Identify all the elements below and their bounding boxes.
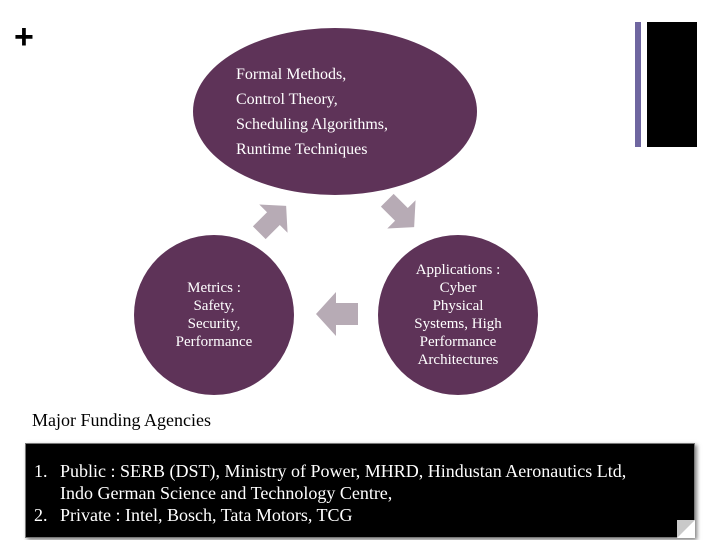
funding-item-private: 2. Private : Intel, Bosch, Tata Motors, … (34, 504, 684, 526)
metrics-line: Performance (175, 334, 253, 350)
methods-line: Runtime Techniques (236, 141, 368, 158)
metrics-node: Metrics : Safety, Security, Performance (134, 235, 294, 395)
list-number: 2. (34, 505, 48, 525)
page-curl (677, 520, 695, 538)
methods-line: Formal Methods, (236, 66, 347, 83)
applications-line: Physical (432, 298, 484, 314)
arrow-applications-to-metrics (316, 292, 358, 336)
applications-line: Systems, High (414, 316, 502, 332)
applications-line: Architectures (417, 352, 499, 368)
applications-line: Performance (419, 334, 497, 350)
funding-title: Major Funding Agencies (32, 410, 211, 430)
plus-icon: + (14, 18, 34, 56)
metrics-line: Metrics : (187, 280, 241, 296)
methods-line: Scheduling Algorithms, (236, 116, 388, 133)
list-number: 1. (34, 461, 48, 481)
funding-list: 1. Public : SERB (DST), Ministry of Powe… (34, 460, 684, 526)
funding-panel: 1. Public : SERB (DST), Ministry of Powe… (25, 443, 695, 538)
applications-node: Applications : Cyber Physical Systems, H… (378, 235, 538, 395)
decorative-bar-block (647, 22, 697, 147)
funding-line: Indo German Science and Technology Centr… (60, 483, 393, 503)
arrow-methods-to-applications (380, 193, 416, 229)
applications-line: Applications : (415, 262, 501, 278)
methods-line: Control Theory, (236, 91, 338, 108)
applications-line: Cyber (439, 280, 477, 296)
arrow-metrics-to-methods (252, 204, 288, 240)
funding-line: Public : SERB (DST), Ministry of Power, … (60, 461, 627, 481)
decorative-bar-thin (635, 22, 641, 147)
metrics-line: Security, (187, 316, 241, 332)
methods-node: Formal Methods, Control Theory, Scheduli… (193, 28, 477, 195)
funding-item-public: 1. Public : SERB (DST), Ministry of Powe… (34, 460, 684, 504)
funding-line: Private : Intel, Bosch, Tata Motors, TCG (60, 505, 353, 525)
metrics-line: Safety, (193, 298, 235, 314)
